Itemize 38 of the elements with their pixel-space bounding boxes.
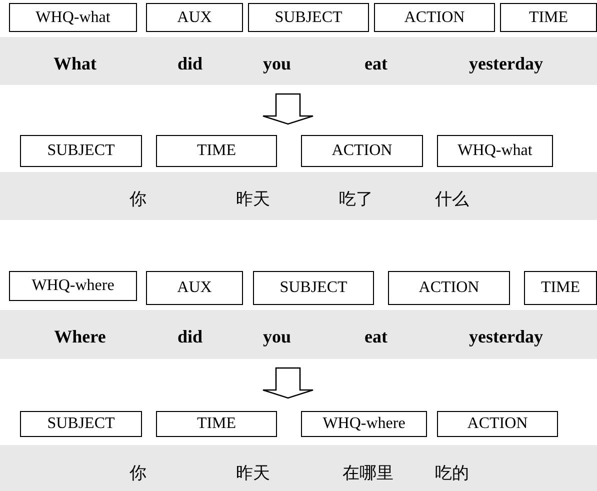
- category-tag: AUX: [146, 3, 243, 32]
- chinese-word: 什么: [435, 188, 469, 210]
- english-word: What: [54, 54, 96, 74]
- category-tag: ACTION: [388, 271, 510, 305]
- category-tag: WHQ-where: [301, 411, 427, 437]
- category-tag: SUBJECT: [20, 135, 142, 167]
- chinese-word: 你: [130, 462, 146, 484]
- english-word: eat: [364, 54, 388, 74]
- english-word: yesterday: [469, 326, 543, 348]
- category-tag: TIME: [156, 135, 277, 167]
- category-tag: ACTION: [301, 135, 423, 167]
- category-tag: SUBJECT: [20, 411, 142, 437]
- category-tag: WHQ-where: [9, 271, 137, 301]
- chinese-word: 昨天: [236, 462, 270, 484]
- block-arrow: [262, 367, 314, 399]
- english-word: did: [177, 326, 203, 348]
- category-tag: SUBJECT: [253, 271, 374, 305]
- category-tag: ACTION: [437, 411, 558, 437]
- chinese-word: 在哪里: [342, 462, 394, 484]
- english-word: eat: [364, 326, 388, 348]
- category-tag: ACTION: [374, 3, 495, 32]
- category-tag: WHQ-what: [437, 135, 553, 167]
- category-tag: TIME: [156, 411, 277, 437]
- chinese-word: 吃的: [435, 462, 469, 484]
- english-word: did: [177, 54, 203, 74]
- english-word: you: [263, 326, 291, 348]
- category-tag: AUX: [146, 271, 243, 305]
- chinese-word: 你: [130, 188, 146, 210]
- category-tag: SUBJECT: [248, 3, 369, 32]
- category-tag: WHQ-what: [9, 3, 137, 32]
- english-word: you: [263, 54, 291, 74]
- block-arrow: [262, 93, 314, 125]
- category-tag: TIME: [500, 3, 597, 32]
- chinese-word: 吃了: [339, 188, 373, 210]
- english-word: yesterday: [469, 54, 543, 74]
- category-tag: TIME: [524, 271, 597, 305]
- english-word: Where: [54, 326, 106, 348]
- chinese-word: 昨天: [236, 188, 270, 210]
